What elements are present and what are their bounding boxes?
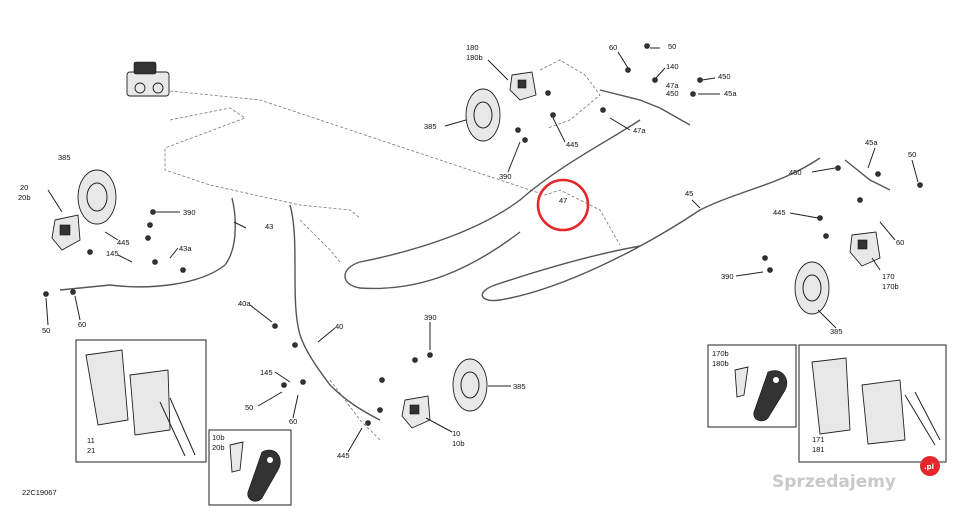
inset-bleeder-front [208,429,292,506]
brake-disc-rear-right [794,261,830,315]
caliper-rear-left [401,395,431,429]
label-445-front-left: 445 [117,238,130,247]
label-47a-top: 47a [666,81,679,90]
label-50-top: 50 [668,42,676,51]
label-145-left: 145 [106,249,119,258]
label-445-front-right: 445 [566,140,579,149]
label-390-front-right: 390 [499,172,512,181]
watermark-badge-text: .pl [924,463,934,471]
highlight-circle [536,178,590,232]
inset-brake-pads-front [75,339,207,463]
brake-line-43 [109,197,236,288]
label-11: 11 [87,436,95,445]
leader-lines [45,47,919,453]
abs-module [126,61,170,97]
label-145-center: 145 [260,368,273,377]
inset-bleeder-rear [707,344,797,428]
brake-lines [59,89,891,421]
brake-disc-front-right [465,88,501,142]
label-140: 140 [666,62,679,71]
part-labels: 180 180b 60 50 140 450 47a 450 45a 47a 3… [18,42,916,497]
label-10b: 10b [452,439,465,448]
drawing-code: 22C19067 [22,488,57,497]
label-45a-top: 45a [724,89,737,98]
label-385-rear-right: 385 [830,327,843,336]
label-20: 20 [20,183,28,192]
label-40: 40 [335,322,343,331]
brake-line-45 [481,157,821,302]
brake-line-40 [289,204,381,421]
brake-line-47 [344,119,641,290]
watermark: Sprzedajemy .pl [772,456,940,492]
label-60-left: 60 [78,320,86,329]
label-385-front-left: 385 [58,153,71,162]
label-47: 47 [559,196,567,205]
label-40a: 40a [238,299,251,308]
label-60-center: 60 [289,417,297,426]
label-385-front-right: 385 [424,122,437,131]
label-50-right: 50 [908,150,916,159]
label-385-rear-left: 385 [513,382,526,391]
label-181: 181 [812,445,825,454]
watermark-text: Sprzedajemy [772,472,896,492]
label-445-rear-left: 445 [337,451,350,460]
label-450-mid: 450 [666,89,679,98]
caliper-front-left [51,214,81,251]
label-390-front-left: 390 [183,208,196,217]
label-60-right: 60 [896,238,904,247]
label-45a-right: 45a [865,138,878,147]
label-45: 45 [685,189,693,198]
fittings [43,43,923,426]
label-50-left: 50 [42,326,50,335]
label-390-rear-right: 390 [721,272,734,281]
inset-brake-pads-rear [798,344,947,463]
label-43a: 43a [179,244,192,253]
label-43: 43 [265,222,273,231]
frame-dashed-outline [159,59,621,441]
caliper-rear-right [849,231,881,267]
label-20b: 20b [18,193,31,202]
label-10b-inset: 10b [212,433,225,442]
label-171: 171 [812,435,825,444]
label-170b: 170b [882,282,899,291]
brake-disc-front-left [77,169,117,225]
label-445-rear-right: 445 [773,208,786,217]
label-60-top: 60 [609,43,617,52]
label-450-top: 450 [718,72,731,81]
brake-disc-rear-left [452,358,488,412]
label-20b-inset: 20b [212,443,225,452]
label-21: 21 [87,446,95,455]
label-50-center: 50 [245,403,253,412]
label-170b-inset: 170b [712,349,729,358]
label-450-right: 450 [789,168,802,177]
label-390-rear-left: 390 [424,313,437,322]
label-10: 10 [452,429,460,438]
label-180b: 180b [466,53,483,62]
label-180: 180 [466,43,479,52]
label-180b-inset: 180b [712,359,729,368]
label-170: 170 [882,272,895,281]
label-47a-lower: 47a [633,126,646,135]
caliper-front-right [509,71,537,101]
watermark-badge [920,456,940,476]
